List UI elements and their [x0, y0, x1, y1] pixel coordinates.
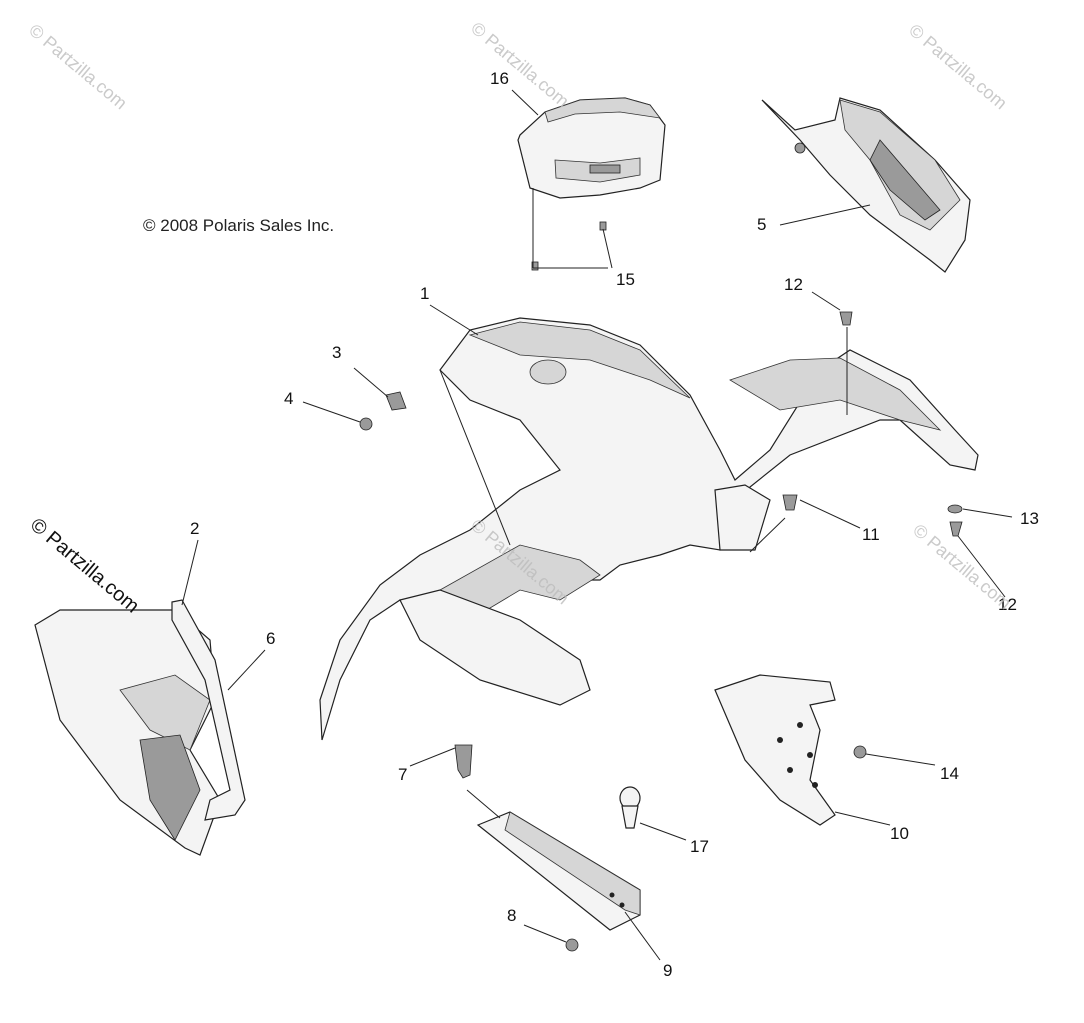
callout-8[interactable]: 8 [507, 906, 517, 925]
part-11-push-pin[interactable] [782, 494, 798, 511]
part-2-side-cover[interactable] [34, 609, 221, 856]
part-15-fasteners[interactable] [531, 221, 607, 271]
part-13-washer[interactable] [947, 504, 963, 514]
callout-5[interactable]: 5 [757, 215, 767, 234]
callout-12-top[interactable]: 12 [784, 275, 803, 294]
callout-12-lower[interactable]: 12 [998, 595, 1017, 614]
part-6-panel-trim[interactable] [171, 599, 246, 821]
callout-9[interactable]: 9 [663, 961, 673, 980]
callout-16[interactable]: 16 [490, 69, 509, 88]
callout-11[interactable]: 11 [862, 525, 880, 544]
callout-10[interactable]: 10 [890, 824, 909, 843]
part-3-clip[interactable] [385, 391, 407, 411]
callout-2[interactable]: 2 [190, 519, 200, 538]
callout-1[interactable]: 1 [420, 284, 430, 303]
callout-3[interactable]: 3 [332, 343, 342, 362]
part-14-screw[interactable] [853, 745, 867, 759]
part-1-main-body[interactable] [319, 317, 979, 741]
part-10-heat-shield[interactable] [714, 674, 836, 826]
part-8-screw[interactable] [565, 938, 579, 952]
part-4-screw[interactable] [359, 417, 373, 431]
part-5-side-panel[interactable] [761, 97, 971, 273]
callout-6[interactable]: 6 [266, 629, 276, 648]
part-12-screw-lower[interactable] [949, 521, 963, 537]
callout-4[interactable]: 4 [284, 389, 294, 408]
part-16-headlight-pod[interactable] [517, 97, 666, 199]
callout-7[interactable]: 7 [398, 765, 408, 784]
callout-17[interactable]: 17 [690, 837, 709, 856]
leader-lines [181, 89, 1013, 961]
callout-15[interactable]: 15 [616, 270, 635, 289]
part-7-fastener[interactable] [454, 744, 473, 779]
copyright-notice: © 2008 Polaris Sales Inc. [143, 216, 335, 235]
callout-14[interactable]: 14 [940, 764, 959, 783]
part-9-bracket[interactable] [476, 811, 641, 931]
callout-13[interactable]: 13 [1020, 509, 1039, 528]
part-17-clip[interactable] [619, 786, 641, 829]
part-12-screw-top[interactable] [839, 311, 853, 326]
